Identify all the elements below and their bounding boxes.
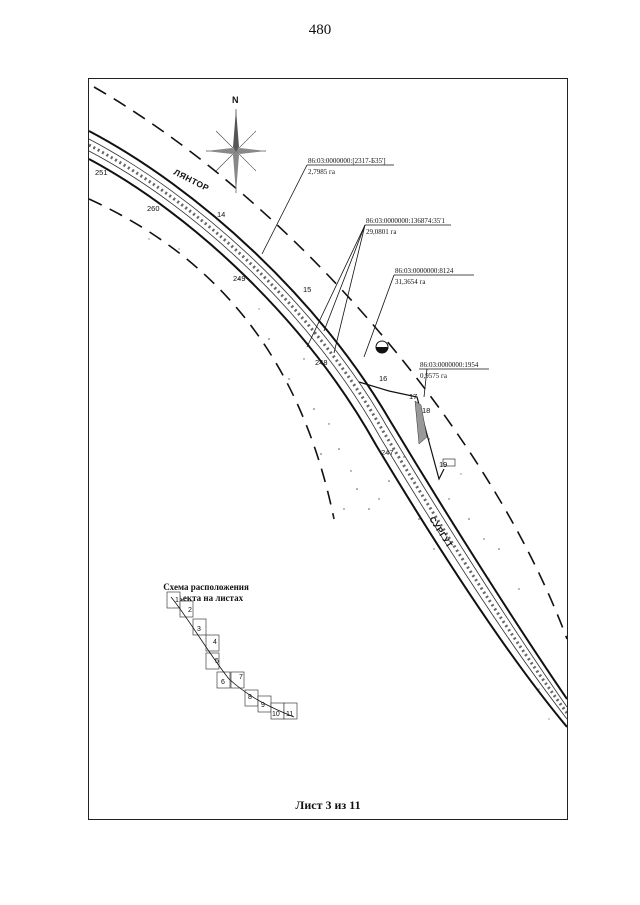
road-outer-edge	[89, 130, 567, 700]
parcel-label-1: 86:03:0000000:[2317-Б35'] 2,7985 га	[308, 157, 386, 176]
road-name-from: ЛЯНТОР	[172, 167, 211, 193]
parcel-label-2: 86:03:0000000:136874:35'1 29,0801 га	[366, 217, 446, 236]
scheme-title-line1: Схема расположения	[163, 582, 249, 592]
svg-text:2,7985 га: 2,7985 га	[308, 168, 336, 176]
label-underlines	[307, 164, 489, 370]
north-label: N	[232, 95, 239, 105]
point-label: 17	[409, 392, 417, 401]
point-label: 247	[381, 448, 394, 457]
sheet-number: 9	[261, 702, 265, 709]
sheet-number: 10	[272, 711, 280, 718]
svg-text:0,9575 га: 0,9575 га	[420, 372, 448, 380]
station-marker	[375, 340, 389, 354]
sheet-number: 2	[188, 607, 192, 614]
compass-rose-icon: N	[206, 95, 266, 193]
parcel-label-3: 86:03:0000000:8124 31,3654 га	[395, 267, 454, 286]
point-label: 18	[422, 406, 430, 415]
road-edge-a	[89, 138, 567, 708]
sheet-scheme: Схема расположения объекта на листах 1 2…	[163, 582, 298, 720]
point-label: 14	[217, 210, 225, 219]
parcel-label-4: 86:03:0000000:1954 0,9575 га	[420, 361, 479, 380]
page-number: 480	[308, 22, 332, 38]
point-label: 260	[147, 204, 160, 213]
svg-text:86:03:0000000:136874:35'1: 86:03:0000000:136874:35'1	[366, 217, 446, 225]
terrain-dots	[148, 238, 550, 720]
sheet-number: 6	[221, 679, 225, 686]
parcel-hatch	[414, 400, 428, 445]
point-label: 16	[379, 374, 387, 383]
sheet-number: 5	[215, 658, 219, 665]
point-label: 19	[439, 460, 447, 469]
svg-text:31,3654 га: 31,3654 га	[395, 278, 426, 286]
map-frame: N ЛЯНТОР СУРГУТ 86:03:0000000:[2317-Б35'…	[88, 78, 568, 820]
sheet-number: 8	[248, 694, 252, 701]
sheet-number: 1	[175, 597, 179, 604]
point-label: 251	[95, 168, 108, 177]
svg-text:29,0801 га: 29,0801 га	[366, 228, 397, 236]
point-label: 248	[315, 358, 328, 367]
sheet-number: 7	[239, 674, 243, 681]
leader-lines	[261, 164, 428, 398]
point-label: 249	[233, 274, 246, 283]
road-inner-edge	[89, 158, 567, 728]
road-edge-b	[89, 150, 567, 720]
svg-text:86:03:0000000:1954: 86:03:0000000:1954	[420, 361, 479, 369]
svg-text:86:03:0000000:8124: 86:03:0000000:8124	[395, 267, 454, 275]
sheet-number: 3	[197, 626, 201, 633]
marker-box	[442, 458, 456, 467]
sheet-number: 11	[286, 711, 293, 718]
sheet-number: 4	[213, 639, 217, 646]
road-centerline	[89, 143, 567, 714]
svg-text:86:03:0000000:[2317-Б35']: 86:03:0000000:[2317-Б35']	[308, 157, 386, 165]
point-label: 15	[303, 285, 311, 294]
zone-boundary-outer	[93, 86, 567, 640]
zone-boundary-inner	[89, 198, 335, 520]
map-drawing: N ЛЯНТОР СУРГУТ 86:03:0000000:[2317-Б35'…	[89, 86, 567, 728]
scheme-title-line2: объекта на листах	[169, 593, 244, 603]
sheet-label: Лист 3 из 11	[295, 798, 361, 812]
